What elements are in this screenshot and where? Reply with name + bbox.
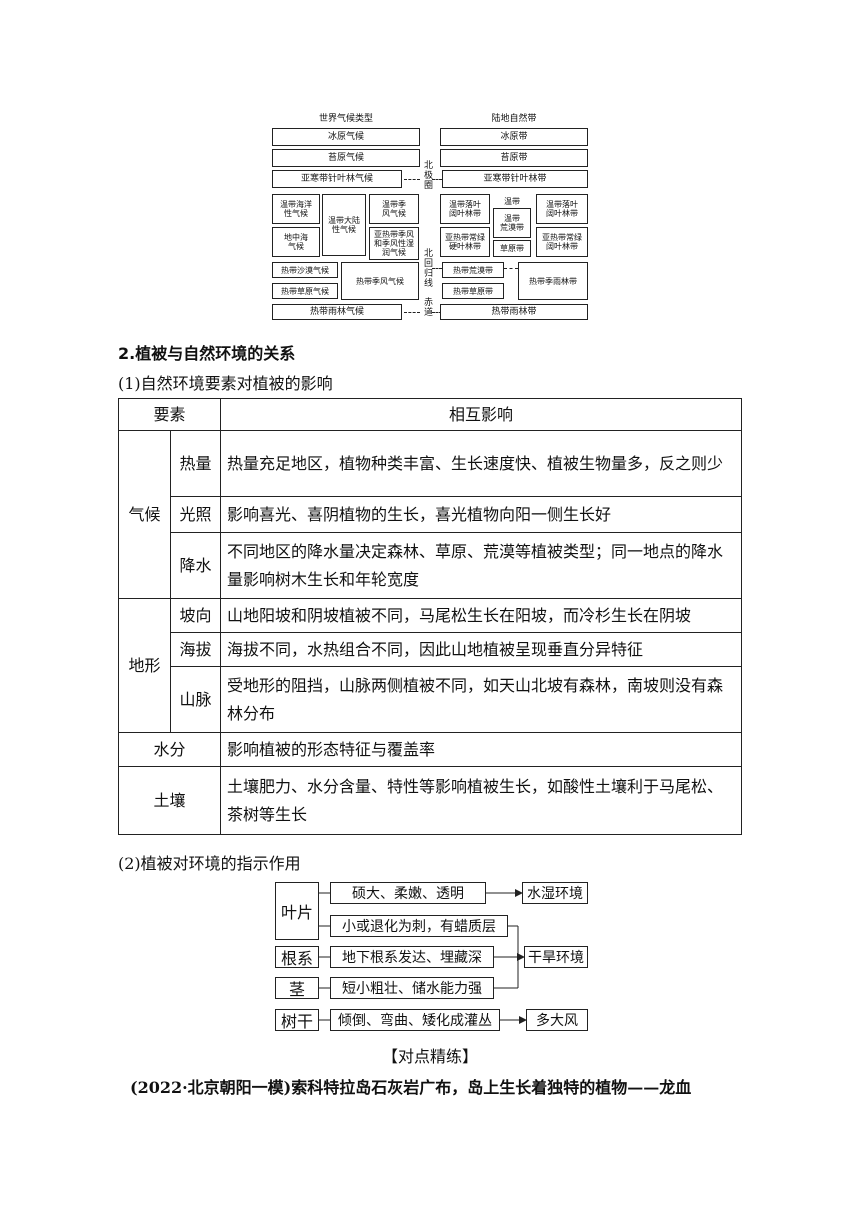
climate-cell: 气候 [118,430,171,599]
tropic-label: 北 回 归 线 [423,249,433,289]
steppe-box: 草原带 [493,240,531,257]
tropic-dash [432,268,442,269]
section-title: 2.植被与自然环境的关系 [118,344,296,363]
subheading-2: (2)植被对环境的指示作用 [118,854,301,873]
root-box: 根系 [275,946,319,968]
rain-cell: 降水 [170,532,221,599]
feature-spiny-leaf: 小或退化为刺，有蜡质层 [330,915,508,937]
terrain-cell: 地形 [118,598,171,733]
subtropical-monsoon-box: 亚热带季风 和季风性湿 润气候 [369,227,419,260]
temperate-zone-box: 温带 [493,194,531,208]
temperate-monsoon-box: 温带季 风气候 [369,194,419,224]
subtropical-sclerophyll-box: 亚热带常绿 硬叶林带 [440,227,490,257]
subtropical-evergreen-box: 亚热带常绿 阔叶林带 [536,227,588,257]
feature-bent-trunk: 倾倒、弯曲、矮化成灌丛 [330,1009,500,1031]
temperate-desert-box: 温带 荒漠带 [493,208,531,238]
env-wet-box: 水湿环境 [522,882,588,904]
env-dry-box: 干旱环境 [524,946,588,968]
feature-large-leaf: 硕大、柔嫩、透明 [330,882,486,904]
temperate-deciduous-right-box: 温带落叶 阔叶林带 [536,194,588,224]
equator-label: 赤 道 [423,298,433,318]
light-cell: 光照 [170,496,221,533]
arctic-dash-right [432,179,442,180]
env-wind-box: 多大风 [526,1009,588,1031]
climate-zone-diagram: 世界气候类型 陆地自然带 冰原气候 苔原气候 亚寒带针叶林气候 温带海洋 性气候… [0,0,860,330]
climate-types-title: 世界气候类型 [318,114,373,124]
header-effect: 相互影响 [220,398,742,431]
tropical-desert-climate-box: 热带沙漠气候 [272,262,338,278]
soil-text: 土壤肥力、水分含量、特性等影响植被生长，如酸性土壤利于马尾松、茶树等生长 [220,766,742,835]
water-text: 影响植被的形态特征与覆盖率 [220,732,742,767]
savanna-climate-box: 热带草原气候 [272,283,338,299]
feature-thick-stem: 短小粗壮、储水能力强 [330,977,494,999]
mountain-text: 受地形的阻挡，山脉两侧植被不同，如天山北坡有森林，南坡则没有森林分布 [220,666,742,733]
temperate-continental-box: 温带大陆 性气候 [322,194,366,256]
temperate-marine-box: 温带海洋 性气候 [272,194,320,224]
ice-zone-box: 冰原带 [440,128,588,146]
subarctic-climate-box: 亚寒带针叶林气候 [272,170,402,188]
slope-text: 山地阳坡和阴坡植被不同，马尾松生长在阳坡，而冷杉生长在阴坡 [220,598,742,633]
heat-text: 热量充足地区，植物种类丰富、生长速度快、植被生物量多，反之则少 [220,430,742,497]
trunk-box: 树干 [275,1009,319,1031]
mediterranean-box: 地中海 气候 [272,227,320,257]
mountain-cell: 山脉 [170,666,221,733]
ice-climate-box: 冰原气候 [272,128,420,146]
equator-dash-left [404,312,420,313]
temperate-deciduous-left-box: 温带落叶 阔叶林带 [440,194,490,224]
altitude-text: 海拔不同，水热组合不同，因此山地植被呈现垂直分异特征 [220,632,742,667]
tundra-zone-box: 苔原带 [440,149,588,167]
tropical-monsoon-forest-box: 热带季雨林带 [518,262,588,300]
tropical-monsoon-climate-box: 热带季风气候 [341,262,419,300]
slope-cell: 坡向 [170,598,221,633]
natural-zones-title: 陆地自然带 [491,114,537,124]
leaf-box: 叶片 [275,882,319,940]
subheading-1: (1)自然环境要素对植被的影响 [118,374,333,393]
feature-deep-root: 地下根系发达、埋藏深 [330,946,494,968]
practice-title: 【对点精练】 [381,1047,478,1066]
arctic-dash-left [404,179,420,180]
rainforest-zone-box: 热带雨林带 [440,304,588,320]
vegetation-factors-table: 要素 相互影响 气候 热量 热量充足地区，植物种类丰富、生长速度快、植被生物量多… [118,398,742,835]
taiga-zone-box: 亚寒带针叶林带 [442,170,588,188]
equator-dash-right [432,312,442,313]
rainforest-climate-box: 热带雨林气候 [272,304,402,320]
trop-link-dash [504,268,518,269]
altitude-cell: 海拔 [170,632,221,667]
rain-text: 不同地区的降水量决定森林、草原、荒漠等植被类型；同一地点的降水量影响树木生长和年… [220,532,742,599]
question-intro: (2022·北京朝阳一模)索科特拉岛石灰岩广布，岛上生长着独特的植物——龙血 [130,1078,692,1097]
tundra-climate-box: 苔原气候 [272,149,420,167]
header-factor: 要素 [118,398,221,431]
tropical-desert-zone-box: 热带荒漠带 [442,262,504,278]
savanna-zone-box: 热带草原带 [442,283,504,299]
stem-box: 茎 [275,977,319,999]
arctic-circle-label: 北 极 圈 [423,161,433,191]
light-text: 影响喜光、喜阴植物的生长，喜光植物向阳一侧生长好 [220,496,742,533]
